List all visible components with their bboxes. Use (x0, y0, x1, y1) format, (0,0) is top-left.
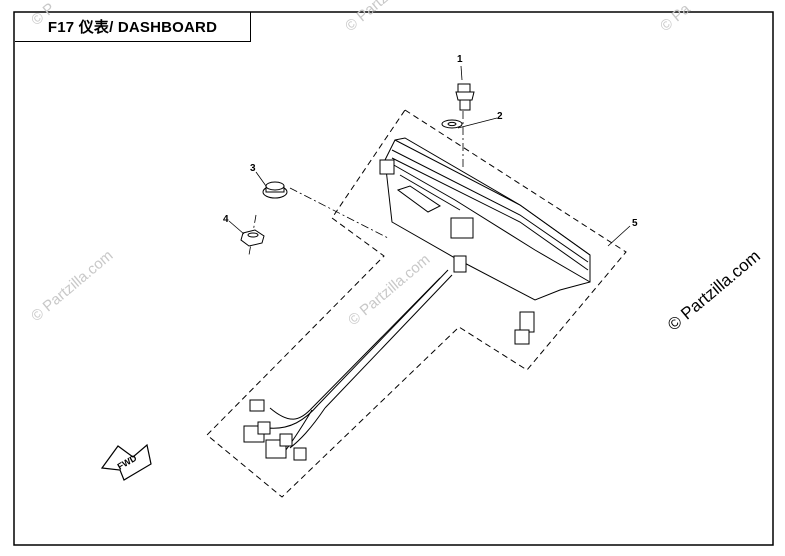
outer-border (13, 11, 774, 546)
part-bolt (455, 83, 475, 111)
part-nut (240, 229, 265, 247)
part-washer (441, 119, 463, 129)
callout-leaders (228, 65, 631, 247)
part-grommet (262, 181, 288, 199)
fwd-arrow-icon (100, 443, 152, 481)
callout-3: 3 (250, 163, 256, 174)
assembly-dashed-outline (206, 109, 627, 498)
wire-harness (267, 269, 453, 456)
callout-5: 5 (632, 218, 638, 229)
grommet-axis-line (289, 187, 389, 239)
page-title: F17 仪表/ DASHBOARD (15, 12, 251, 42)
callout-2: 2 (497, 111, 503, 122)
callout-4: 4 (223, 214, 229, 225)
connector-plugs (243, 399, 307, 461)
part-dashboard-cluster (379, 137, 591, 345)
callout-1: 1 (457, 54, 463, 65)
